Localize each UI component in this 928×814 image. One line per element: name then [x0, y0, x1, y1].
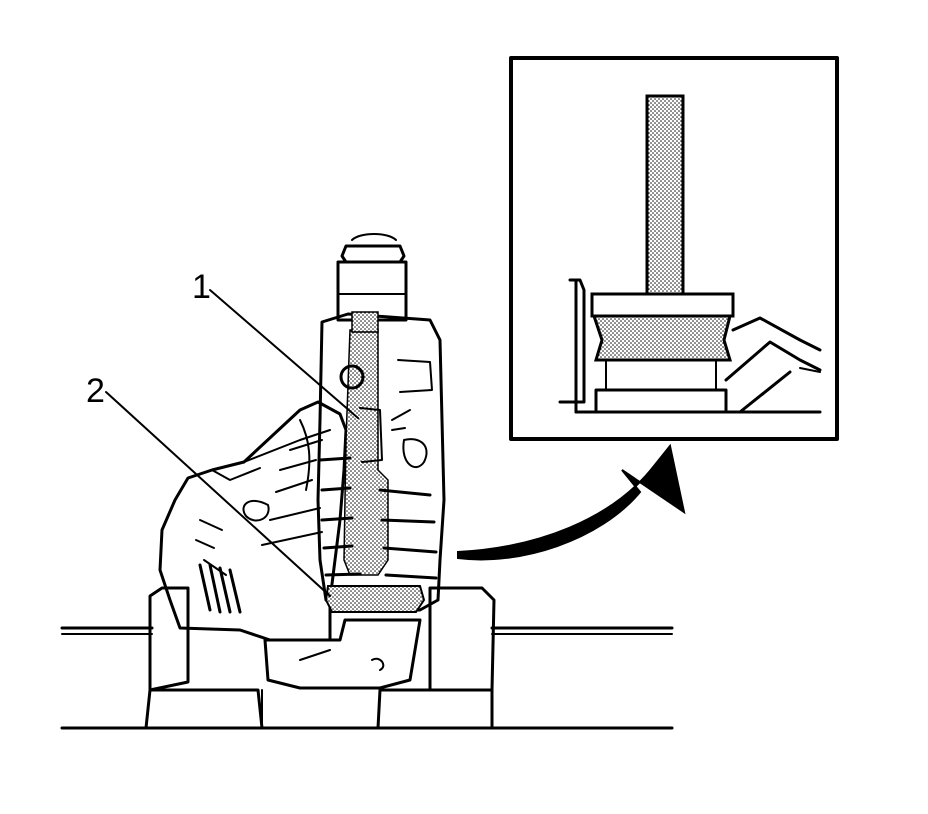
detail-shaft	[645, 94, 685, 298]
pinion-bearing	[324, 585, 426, 613]
support-blocks	[144, 586, 496, 730]
pinion-housing	[316, 312, 446, 613]
callout-1-label: 1	[192, 268, 211, 306]
axle-housing	[158, 400, 422, 690]
detail-driver-cap	[590, 292, 735, 318]
installer-tool	[336, 233, 408, 333]
detail-bearing	[591, 314, 733, 362]
callout-2-label: 2	[86, 372, 105, 410]
callout-2: 2	[86, 372, 331, 597]
callout-1: 1	[192, 268, 359, 419]
bearing-race	[343, 329, 389, 576]
curved-arrow-icon	[457, 443, 686, 561]
press-bed	[60, 626, 674, 730]
detail-view	[509, 56, 839, 441]
